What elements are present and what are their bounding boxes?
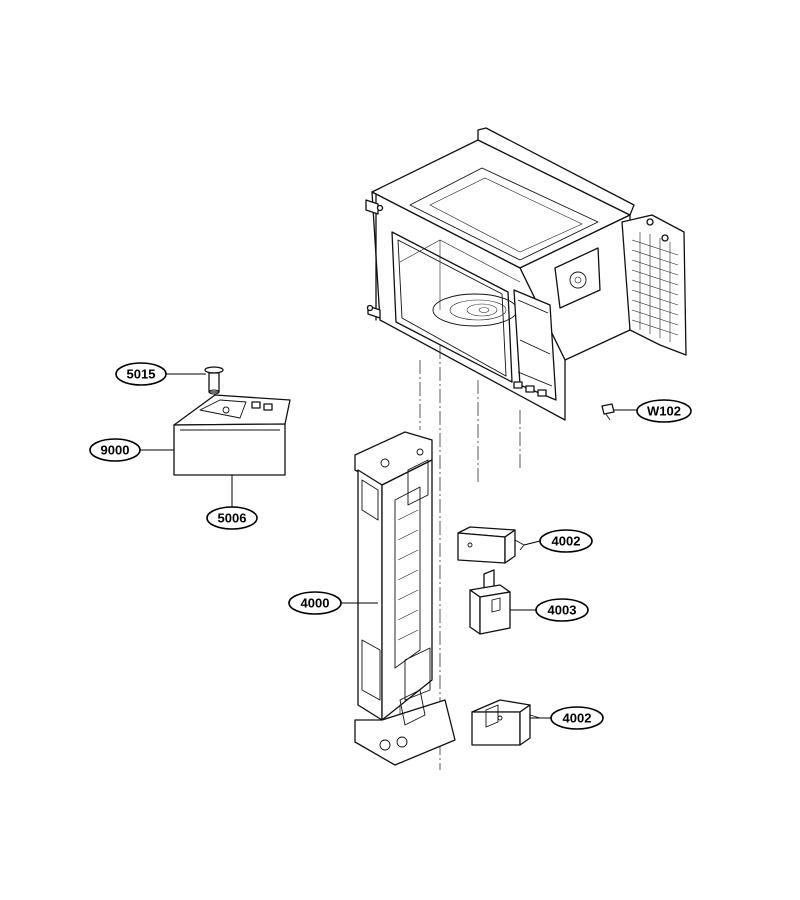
callout-W102: W102 <box>614 399 692 423</box>
callout-4000: 4000 <box>288 591 378 615</box>
micro-switch-lower <box>471 699 541 746</box>
callout-4003: 4003 <box>510 598 589 622</box>
callout-4000-label: 4000 <box>301 596 330 611</box>
cavity-assembly <box>365 127 687 421</box>
callout-5015-label: 5015 <box>127 367 156 382</box>
callout-4002-lower: 4002 <box>530 706 604 730</box>
callout-5006-label: 5006 <box>218 511 247 526</box>
micro-switch-upper <box>457 526 525 564</box>
callout-9000-label: 9000 <box>101 443 130 458</box>
fuse-holder <box>204 366 224 395</box>
callout-w102-label: W102 <box>647 404 681 419</box>
callout-4002-upper-label: 4002 <box>552 534 581 549</box>
callout-4002-upper: 4002 <box>523 529 593 553</box>
callout-5006: 5006 <box>206 475 258 530</box>
latch-board <box>354 431 456 766</box>
micro-switch-middle <box>469 569 511 635</box>
callout-5015: 5015 <box>115 362 206 386</box>
vent-grill <box>631 232 679 342</box>
callout-9000: 9000 <box>89 438 174 462</box>
callout-4003-label: 4003 <box>548 603 577 618</box>
screw <box>601 403 615 421</box>
callout-4002-lower-label: 4002 <box>563 711 592 726</box>
control-box <box>173 394 291 476</box>
